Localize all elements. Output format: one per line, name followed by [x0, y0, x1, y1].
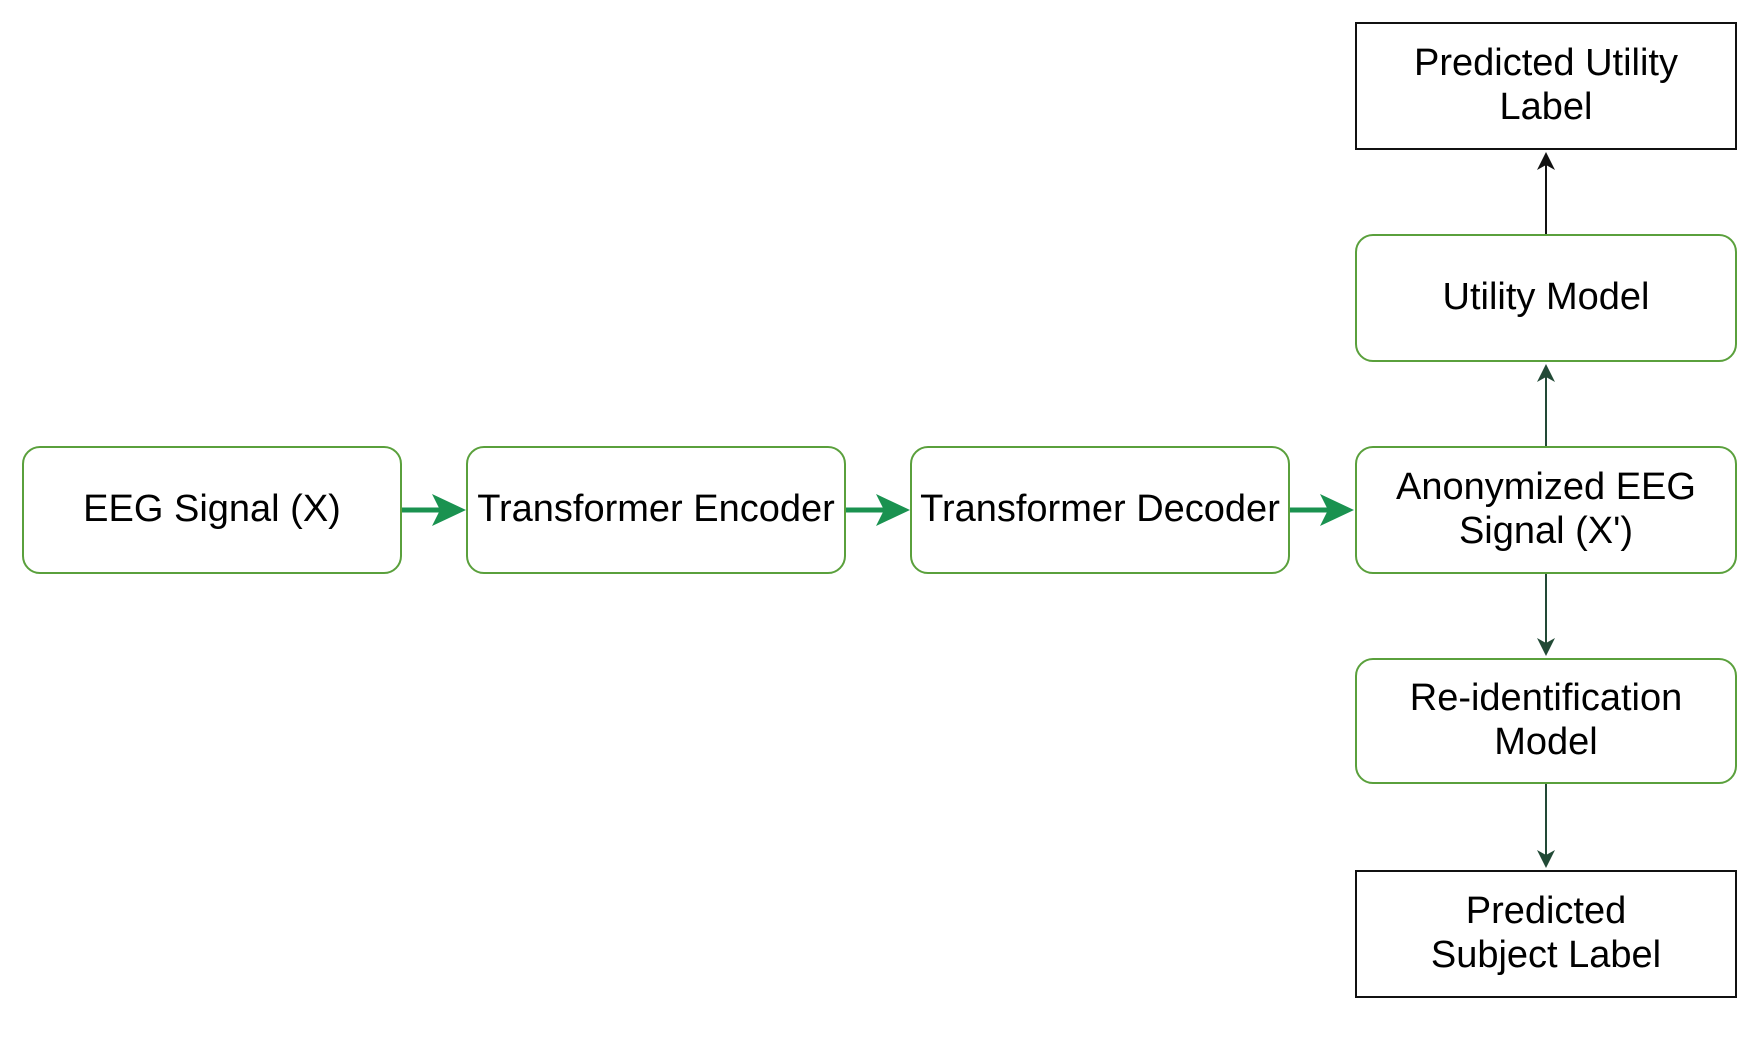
utility-model-box: Utility Model: [1355, 234, 1737, 362]
eeg-signal-label: EEG Signal (X): [83, 488, 341, 531]
utility-model-label: Utility Model: [1442, 276, 1650, 319]
anonymized-eeg-label: Anonymized EEG Signal (X'): [1396, 466, 1696, 552]
eeg-signal-box: EEG Signal (X): [22, 446, 402, 574]
transformer-encoder-box: Transformer Encoder: [466, 446, 846, 574]
reidentification-model-label: Re-identification Model: [1409, 677, 1683, 763]
arrow-eeg-to-encoder: [402, 494, 466, 526]
reidentification-model-box: Re-identification Model: [1355, 658, 1737, 784]
anonymized-eeg-box: Anonymized EEG Signal (X'): [1355, 446, 1737, 574]
predicted-utility-label-box: Predicted Utility Label: [1355, 22, 1737, 150]
arrow-reid-to-predicted-subject: [1537, 784, 1555, 868]
arrow-encoder-to-decoder: [846, 494, 910, 526]
transformer-decoder-label: Transformer Decoder: [920, 488, 1280, 531]
transformer-encoder-label: Transformer Encoder: [477, 488, 835, 531]
arrow-anonymized-to-utility: [1537, 364, 1555, 446]
arrow-anonymized-to-reid: [1537, 574, 1555, 656]
predicted-utility-label-text: Predicted Utility Label: [1414, 42, 1678, 128]
arrow-utility-to-predicted-utility: [1537, 152, 1555, 234]
arrow-decoder-to-anonymized: [1290, 494, 1354, 526]
predicted-subject-label-box: Predicted Subject Label: [1355, 870, 1737, 998]
predicted-subject-label-text: Predicted Subject Label: [1430, 890, 1662, 976]
transformer-decoder-box: Transformer Decoder: [910, 446, 1290, 574]
